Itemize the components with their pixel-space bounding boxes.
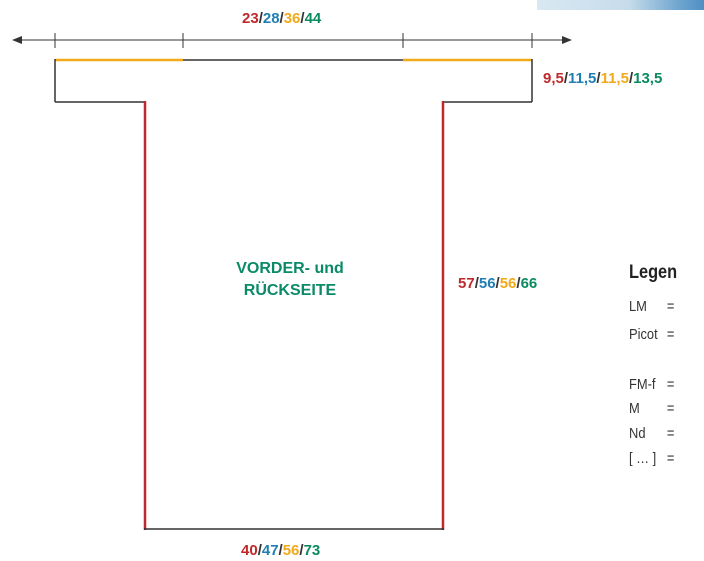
size-3-value: 56 xyxy=(282,542,300,559)
legend-row: FM-f = xyxy=(629,376,674,393)
size-2-value: 28 xyxy=(262,10,280,27)
arrow-right-icon xyxy=(562,36,572,44)
separator: / xyxy=(628,70,634,87)
legend-equals: = xyxy=(666,450,675,467)
legend-row: M= xyxy=(629,400,674,417)
legend-key: [ … ] xyxy=(629,450,657,467)
separator: / xyxy=(300,10,305,27)
separator: / xyxy=(495,275,500,292)
photo-corner-fragment xyxy=(537,0,704,10)
size-2-value: 11,5 xyxy=(568,70,597,87)
size-2-value: 56 xyxy=(478,275,496,292)
legend-key: Picot xyxy=(629,326,658,343)
bottom-width-measurement: 40/47/56/73 xyxy=(241,542,320,559)
size-4-value: 44 xyxy=(304,10,322,27)
arrow-left-icon xyxy=(12,36,22,44)
separator: / xyxy=(258,10,263,27)
separator: / xyxy=(474,275,479,292)
legend-equals: = xyxy=(666,298,675,315)
legend-row: Nd = xyxy=(629,425,674,442)
legend-row: LM = xyxy=(629,298,674,315)
size-2-value: 47 xyxy=(261,542,279,559)
legend-row: [ … ] = xyxy=(629,450,674,467)
size-4-value: 13,5 xyxy=(633,70,663,87)
size-4-value: 73 xyxy=(303,542,321,559)
legend-equals: = xyxy=(666,376,675,393)
size-3-value: 11,5 xyxy=(600,70,629,87)
legend-row: Picot = xyxy=(629,326,674,343)
sleeve-height-measurement: 9,5/11,5/11,5/13,5 xyxy=(543,70,662,87)
legend-key: FM-f xyxy=(629,376,656,393)
top-width-measurement: 23/28/36/44 xyxy=(242,10,321,27)
legend-equals: = xyxy=(666,400,675,417)
legend-equals: = xyxy=(666,326,675,343)
legend-key: LM xyxy=(629,298,647,315)
separator: / xyxy=(299,542,304,559)
size-1-value: 57 xyxy=(458,275,475,292)
size-1-value: 23 xyxy=(242,10,259,27)
piece-label-line-1: VORDER- und xyxy=(236,260,344,277)
piece-label: VORDER- und RÜCKSEITE xyxy=(210,258,370,302)
separator: / xyxy=(257,542,262,559)
legend-equals: = xyxy=(666,425,675,442)
separator: / xyxy=(563,70,569,87)
size-1-value: 40 xyxy=(241,542,258,559)
separator: / xyxy=(516,275,521,292)
size-3-value: 56 xyxy=(499,275,517,292)
size-4-value: 66 xyxy=(520,275,538,292)
size-3-value: 36 xyxy=(283,10,301,27)
legend-key: M xyxy=(629,400,640,417)
legend-title: Legen xyxy=(629,262,678,283)
piece-label-line-2: RÜCKSEITE xyxy=(243,282,337,299)
legend-key: Nd xyxy=(629,425,646,442)
separator: / xyxy=(278,542,283,559)
size-1-value: 9,5 xyxy=(543,70,564,87)
separator: / xyxy=(596,70,601,87)
body-length-measurement: 57/56/56/66 xyxy=(458,275,537,292)
separator: / xyxy=(279,10,284,27)
